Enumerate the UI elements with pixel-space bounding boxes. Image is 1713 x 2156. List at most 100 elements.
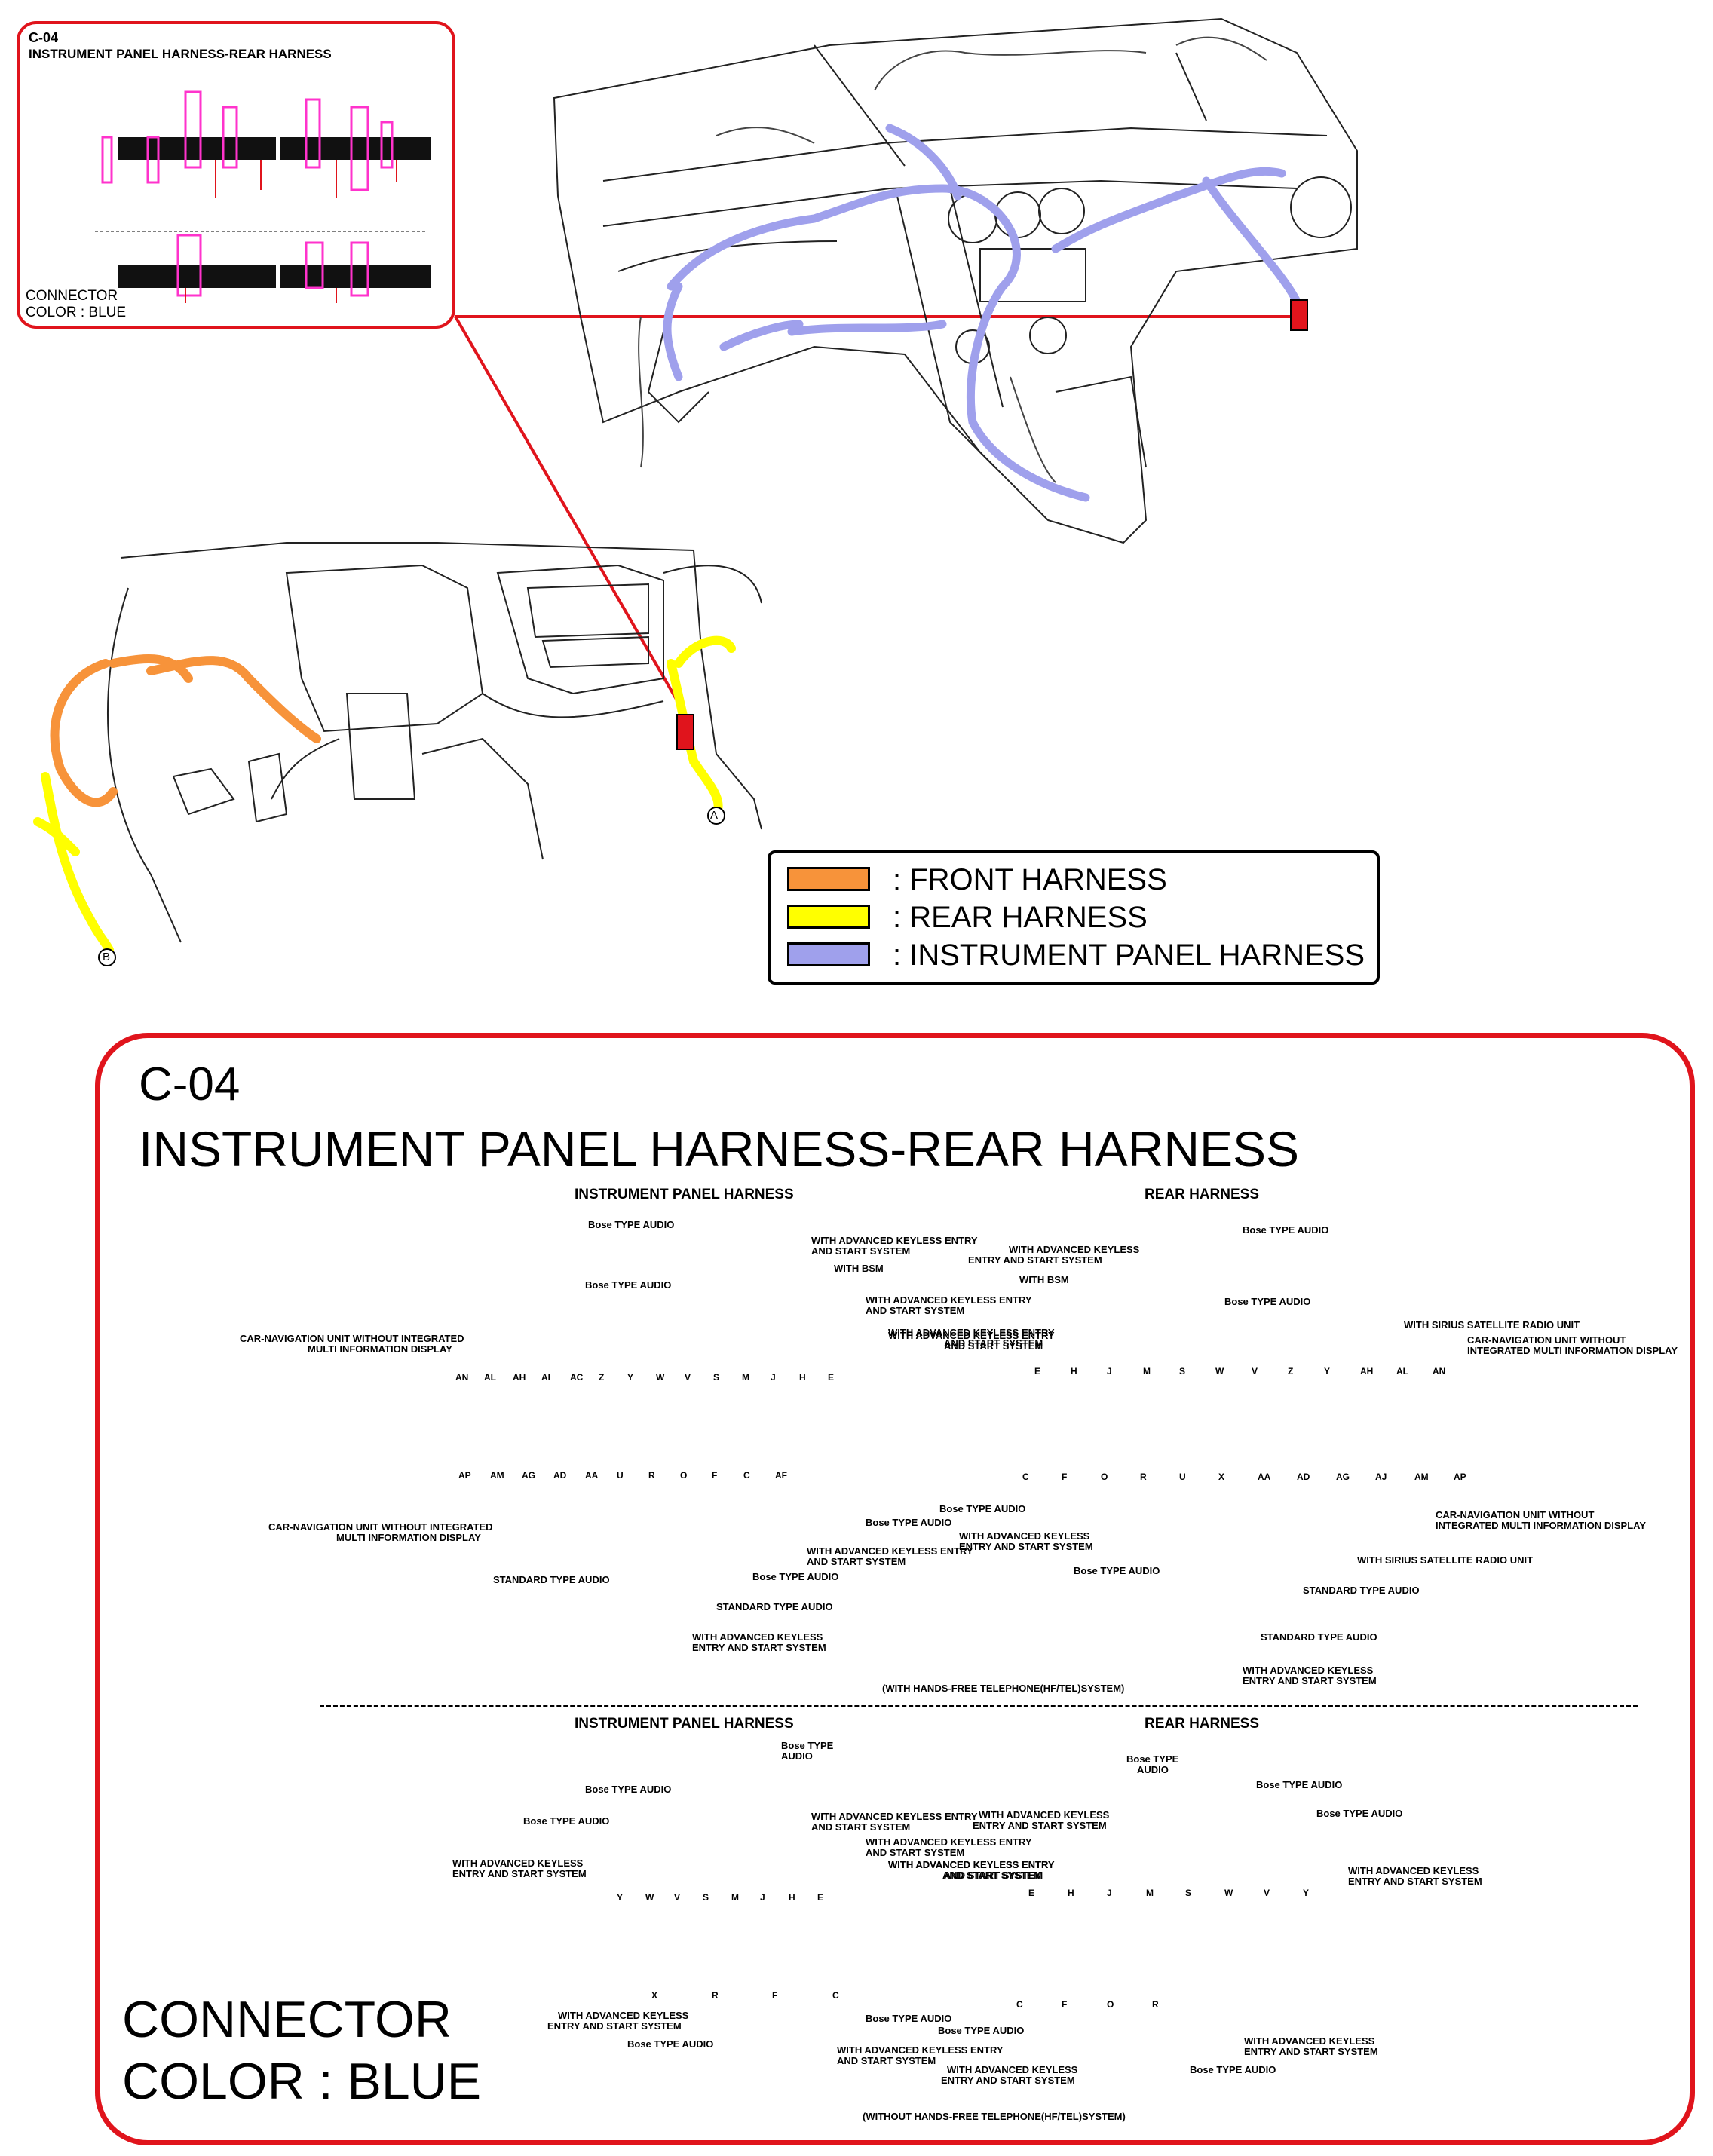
bl-note-keyless4: WITH ADVANCED KEYLESS [452, 1857, 584, 1869]
tl-pin-label: AI [541, 1372, 550, 1383]
tl-pin-label: F [712, 1470, 718, 1481]
tr-pin-label: AN [1433, 1366, 1446, 1377]
legend-front-harness: : FRONT HARNESS [787, 862, 1368, 897]
bl-note-keyless1b: AND START SYSTEM [811, 1821, 911, 1833]
legend-label-instrument: : INSTRUMENT PANEL HARNESS [893, 939, 1365, 972]
tr-pin-label: AL [1396, 1366, 1408, 1377]
tr-pin-label: V [1252, 1366, 1258, 1377]
rear-harness-wire [33, 635, 736, 954]
tr-note-keyless4: WITH ADVANCED KEYLESS [1243, 1664, 1374, 1676]
bl-note-keyless2b: AND START SYSTEM [866, 1847, 965, 1858]
tr-pin-label: AG [1336, 1472, 1350, 1482]
tl-note-keyless4b: ENTRY AND START SYSTEM [692, 1642, 826, 1653]
inset-code: C-04 [29, 30, 59, 45]
tr-pin-label: X [1218, 1472, 1225, 1482]
br-pin-label: R [1152, 1999, 1159, 2010]
tr-note-bose4: Bose TYPE AUDIO [1074, 1565, 1160, 1576]
tr-note-sirius1: WITH SIRIUS SATELLITE RADIO UNIT [1404, 1319, 1580, 1331]
br-note-bose1: Bose TYPE [1126, 1753, 1179, 1765]
tl-note-bsm: WITH BSM [834, 1263, 884, 1274]
inset-connector-label: CONNECTOR [26, 288, 118, 304]
bl-note-bose3: Bose TYPE AUDIO [523, 1815, 610, 1827]
tl-note-carnav1: CAR-NAVIGATION UNIT WITHOUT INTEGRATED [240, 1333, 464, 1344]
front-harness-wire [50, 654, 321, 807]
tr-pin-label: H [1071, 1366, 1077, 1377]
tr-pin-label: AM [1414, 1472, 1429, 1482]
tl-pin-label: W [656, 1372, 665, 1383]
instrument-panel-harness-wire [663, 124, 1301, 502]
tl-pin-label: C [743, 1470, 750, 1481]
br-pin-label: W [1224, 1888, 1233, 1898]
tl-pin-label: AD [553, 1470, 567, 1481]
bl-pin-label: V [674, 1892, 681, 1903]
tl-pin-label: E [828, 1372, 835, 1383]
tl-pin-label: Z [599, 1372, 605, 1383]
tl-note-bose4: Bose TYPE AUDIO [866, 1517, 952, 1528]
bottom-right-header: REAR HARNESS [1145, 1716, 1260, 1732]
br-note-bose5: Bose TYPE AUDIO [1190, 2064, 1276, 2075]
tl-note-std1: STANDARD TYPE AUDIO [493, 1574, 610, 1585]
tl-note-bose1: Bose TYPE AUDIO [588, 1219, 675, 1230]
br-note-keyless2: WITH ADVANCED KEYLESS ENTRY [888, 1859, 1055, 1870]
connector-inset-thumbnail: C-04 INSTRUMENT PANEL HARNESS-REAR HARNE… [17, 21, 455, 329]
bl-note-keyless5: WITH ADVANCED KEYLESS [558, 2010, 689, 2021]
instrument-panel-thin-wires [638, 36, 1267, 483]
tl-pin-label: R [648, 1470, 655, 1481]
tl-note-keyless1: WITH ADVANCED KEYLESS ENTRY [811, 1235, 978, 1246]
bl-note-bose1b: AUDIO [781, 1750, 813, 1762]
inset-mini-diagram [95, 90, 431, 303]
tr-pin-label: AJ [1375, 1472, 1387, 1482]
tl-pin-label: J [771, 1372, 776, 1383]
tr-pin-label: AA [1258, 1472, 1271, 1482]
tr-pin-label: R [1140, 1472, 1147, 1482]
br-note-keyless2b: AND START SYSTEM [942, 1870, 1042, 1881]
inset-title: INSTRUMENT PANEL HARNESS-REAR HARNESS [29, 47, 332, 61]
bl-note-keyless5b: ENTRY AND START SYSTEM [547, 2020, 682, 2032]
tl-pin-label: V [685, 1372, 691, 1383]
tl-pin-label: AL [484, 1372, 496, 1383]
tr-note-bose1: Bose TYPE AUDIO [1243, 1224, 1329, 1236]
tl-note-bose2: Bose TYPE AUDIO [585, 1279, 672, 1291]
br-pin-label: V [1264, 1888, 1270, 1898]
tl-pin-label: S [713, 1372, 720, 1383]
bottom-footer-note: (WITHOUT HANDS-FREE TELEPHONE(HF/TEL)SYS… [863, 2111, 1126, 2122]
tl-pin-label: AG [522, 1470, 535, 1481]
tl-note-carnav2b: MULTI INFORMATION DISPLAY [336, 1532, 481, 1543]
tr-pin-label: M [1143, 1366, 1151, 1377]
tl-note-keyless5b: AND START SYSTEM [807, 1556, 906, 1567]
tr-note-bose2: Bose TYPE AUDIO [1224, 1296, 1311, 1307]
bl-pin-label: H [789, 1892, 795, 1903]
tr-note-keyless1: WITH ADVANCED KEYLESS [1009, 1244, 1140, 1255]
bl-note-keyless3: WITH ADVANCED KEYLESS ENTRY [888, 1859, 1055, 1870]
legend-swatch-instrument [787, 942, 870, 966]
tl-note-carnav1b: MULTI INFORMATION DISPLAY [308, 1343, 452, 1355]
br-note-keyless3b: ENTRY AND START SYSTEM [1348, 1876, 1482, 1887]
tl-note-carnav2: CAR-NAVIGATION UNIT WITHOUT INTEGRATED [268, 1521, 493, 1533]
br-note-bose2: Bose TYPE AUDIO [1256, 1779, 1343, 1790]
legend-swatch-rear [787, 905, 870, 929]
tl-note-bose3: Bose TYPE AUDIO [752, 1571, 839, 1582]
bl-note-bose4: Bose TYPE AUDIO [627, 2038, 714, 2050]
tl-pin-label: AA [585, 1470, 599, 1481]
legend-label-front: : FRONT HARNESS [893, 863, 1167, 896]
br-note-keyless5b: ENTRY AND START SYSTEM [941, 2075, 1075, 2086]
connector-label: CONNECTOR [122, 1991, 452, 2048]
connector-c04-bottom-marker [676, 714, 694, 750]
tr-pin-label: C [1022, 1472, 1029, 1482]
top-left-header: INSTRUMENT PANEL HARNESS [575, 1187, 794, 1202]
bl-pin-label: C [832, 1990, 839, 2001]
br-note-keyless5: WITH ADVANCED KEYLESS [947, 2064, 1078, 2075]
br-note-bose1b: AUDIO [1137, 1764, 1169, 1775]
section-divider [320, 1705, 1638, 1707]
tl-pin-label: AH [513, 1372, 526, 1383]
tr-pin-label: AD [1297, 1472, 1310, 1482]
connector-detail-panel [95, 1033, 1695, 2145]
tl-pin-label: AC [570, 1372, 584, 1383]
top-footer-note: (WITH HANDS-FREE TELEPHONE(HF/TEL)SYSTEM… [882, 1683, 1125, 1694]
tr-note-keyless2: WITH ADVANCED KEYLESS ENTRY [888, 1330, 1055, 1341]
tr-pin-label: W [1215, 1366, 1224, 1377]
tl-note-keyless5: WITH ADVANCED KEYLESS ENTRY [807, 1545, 973, 1557]
br-pin-label: E [1028, 1888, 1035, 1898]
tr-pin-label: Z [1288, 1366, 1294, 1377]
legend-instrument-panel-harness: : INSTRUMENT PANEL HARNESS [787, 938, 1368, 972]
